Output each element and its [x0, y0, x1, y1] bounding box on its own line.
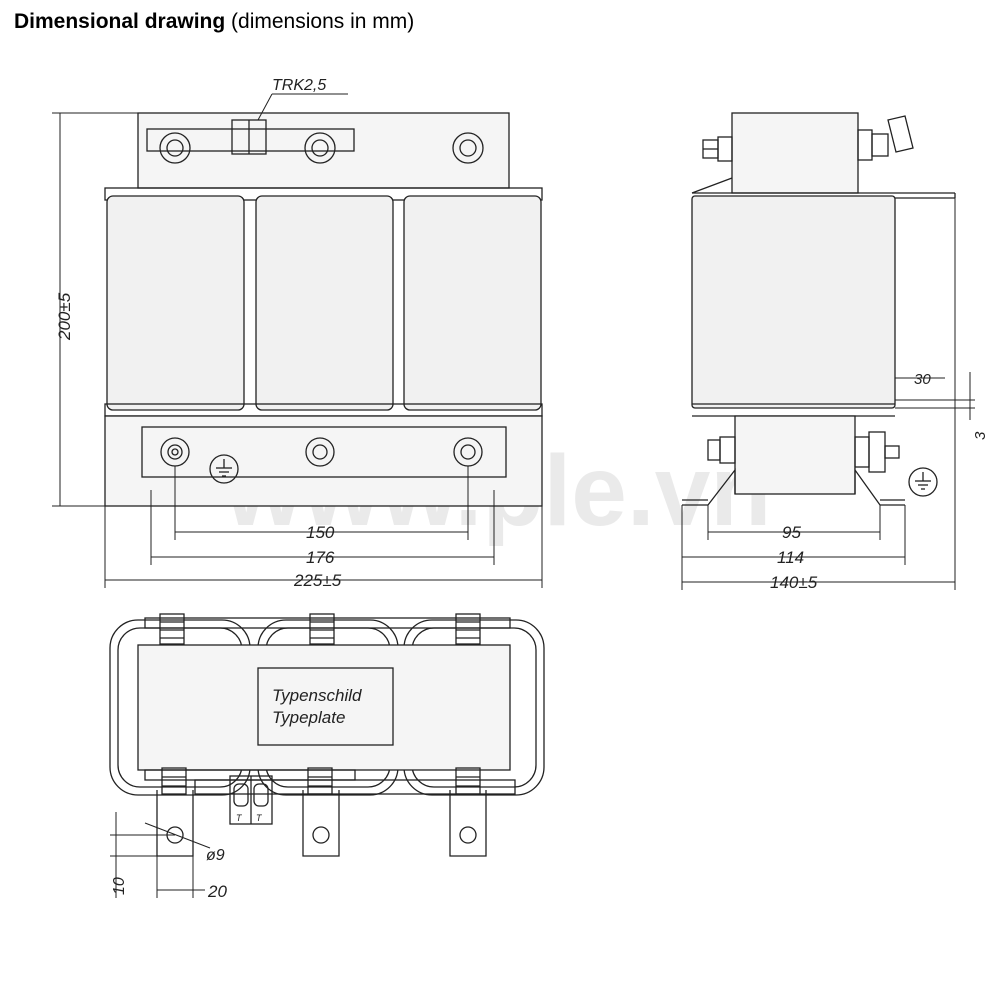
bolt-nut-icon [159, 613, 185, 645]
ground-symbol-icon [908, 467, 938, 497]
coil-2 [255, 195, 394, 411]
typeplate-line1: Typenschild [272, 686, 362, 705]
header-subtitle: (dimensions in mm) [231, 10, 415, 33]
bolt-nut-icon [307, 767, 333, 795]
dim-95-label: 95 [782, 523, 801, 542]
screw-terminal-icon [159, 132, 191, 164]
terminal-lug [302, 790, 340, 857]
screw-terminal-icon [305, 437, 335, 467]
bolt-nut-icon [309, 613, 335, 645]
mounting-foot [104, 415, 543, 507]
bolt-nut-icon [702, 136, 733, 162]
dim-height-label: 200±5 [55, 292, 74, 341]
terminal-bar [146, 128, 355, 152]
header-title: Dimensional drawing [14, 10, 226, 33]
terminal-lug [449, 790, 487, 857]
dim-depth-label: 140±5 [770, 573, 818, 592]
bolt-nut-icon [161, 767, 187, 795]
dim-width-label: 225±5 [293, 571, 342, 590]
top-body [137, 644, 511, 771]
dim-20-label: 20 [207, 882, 227, 901]
terminal-mark-2: T [256, 813, 263, 823]
dim-hole-spacing-label: 150 [306, 523, 335, 542]
dim-10-label: 10 [111, 877, 128, 895]
dim-30-label: 30 [914, 371, 931, 388]
bolt-nut-icon [707, 436, 736, 464]
typeplate-line2: Typeplate [272, 708, 345, 727]
dim-3-label: 3 [972, 431, 989, 440]
dim-slot-spacing-label: 176 [306, 548, 335, 567]
side-coil [691, 195, 896, 409]
typeplate [257, 667, 394, 746]
screw-terminal-icon [452, 132, 484, 164]
top-view: Typenschild Typeplate T T ø9 10 20 [109, 613, 545, 901]
side-top-housing [731, 112, 859, 194]
bottom-terminal-bar [141, 426, 507, 478]
terminal-mark-1: T [236, 813, 243, 823]
dim-114-label: 114 [777, 548, 804, 567]
bolt-nut-icon [455, 613, 481, 645]
terminal-lug [156, 790, 194, 857]
bolt-nut-icon [854, 431, 900, 473]
bolt-nut-icon [857, 115, 914, 161]
coil-1 [106, 195, 245, 411]
ground-symbol-icon [209, 454, 239, 484]
front-view: TRK2,5 200±5 [52, 77, 543, 590]
side-bottom-housing [734, 415, 856, 495]
screw-terminal-icon [304, 132, 336, 164]
terminal-label: TRK2,5 [272, 77, 326, 94]
dim-hole-diameter-label: ø9 [206, 847, 225, 864]
page-header: Dimensional drawing (dimensions in mm) [14, 10, 414, 34]
coil-3 [403, 195, 542, 411]
side-view: 30 3 95 114 140±5 [681, 112, 989, 592]
bolt-nut-icon [455, 767, 481, 795]
